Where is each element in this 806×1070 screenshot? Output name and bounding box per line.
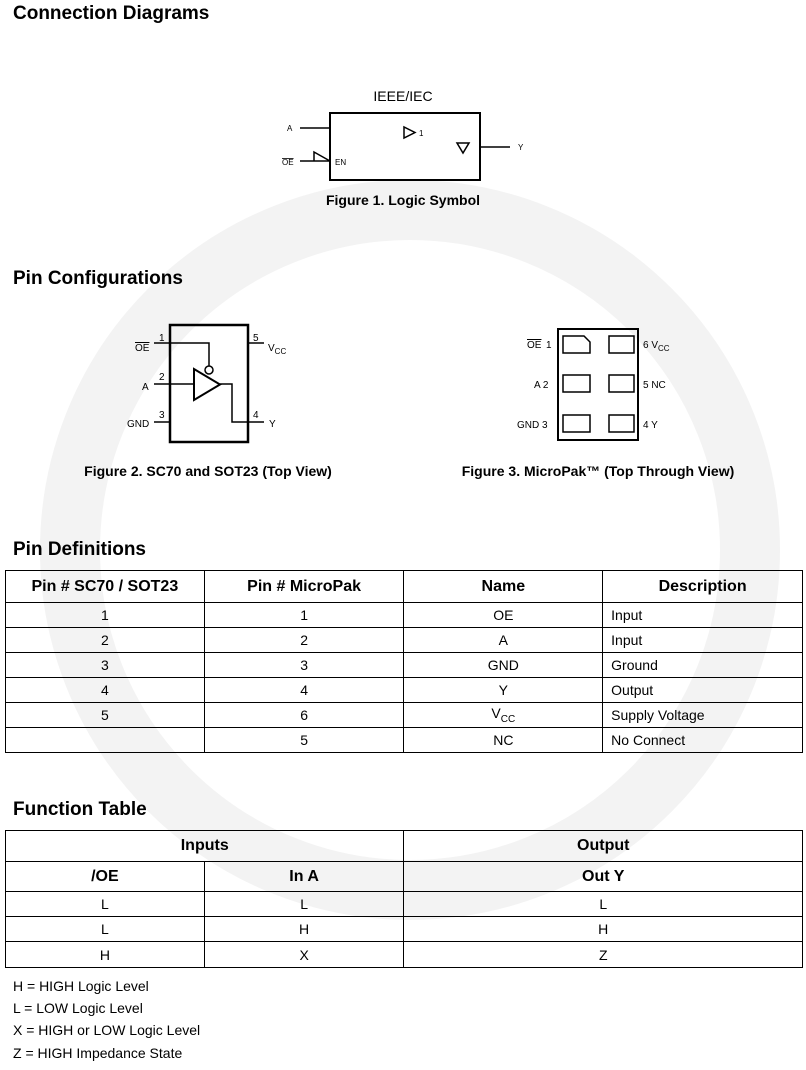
cell: 3 [5,652,205,678]
cell: 5 [203,727,405,753]
cell: Output [602,677,803,703]
cell: GND [403,652,604,678]
micropak-pinout: OE 1 A 2 GND 3 6 VCC 5 NC 4 Y [517,328,670,441]
en-label: EN [335,158,346,167]
logic-symbol: IEEE/IEC A OE Y EN 1 [282,88,524,181]
cell: H [403,916,803,942]
inputs-group-header: Inputs [4,830,405,862]
pin-vcc-label: 6 VCC [643,340,670,353]
pin-gnd-label: GND 3 [517,420,548,431]
cell: 1 [5,602,205,628]
pin-nc-label: 5 NC [643,380,666,391]
vcc-text: V [491,705,501,722]
cell: 3 [203,652,405,678]
cell: 5 [5,702,205,728]
pin-4-number: 4 [253,410,259,421]
pin-a-label: A [142,382,149,393]
cell: NC [403,727,604,753]
table-group-row: Inputs Output [4,830,803,862]
cell: 6 [203,702,405,728]
pin-1-number: 1 [546,340,552,351]
cell: 2 [5,627,205,653]
cell: VCC [403,702,604,728]
cell: OE [403,602,604,628]
legend-note: X = HIGH or LOW Logic Level [13,1022,201,1038]
diagrams: IEEE/IEC A OE Y EN 1 [127,88,670,444]
cell: Ground [602,652,803,678]
column-header: /OE [5,861,205,892]
pin-1-number: 1 [159,333,165,344]
cell: H [203,916,405,942]
heading-pin-definitions: Pin Definitions [13,539,146,560]
figure2-caption: Figure 2. SC70 and SOT23 (Top View) [84,463,332,479]
pin-3-number: 3 [159,410,165,421]
cell: Z [403,941,803,968]
legend-note: Z = HIGH Impedance State [13,1045,183,1061]
cell: L [5,916,205,942]
standard-label: IEEE/IEC [373,88,432,104]
cell: 2 [203,627,405,653]
vcc-subscript: CC [500,713,516,725]
pin-a-label: A [287,124,293,133]
cell: 1 [203,602,405,628]
column-header: In A [203,861,405,892]
pin-definitions-table: Pin # SC70 / SOT23 Pin # MicroPak Name D… [5,570,803,753]
pin-y-label: Y [518,143,524,152]
pin-gnd-label: GND [127,419,149,430]
cell: L [403,891,803,917]
cell: Y [403,677,604,703]
figure3-caption: Figure 3. MicroPak™ (Top Through View) [461,463,735,479]
cell: Supply Voltage [602,702,803,728]
cell [5,727,205,753]
cell: 4 [203,677,405,703]
cell: Input [602,602,803,628]
cell: L [5,891,205,917]
column-header: Description [602,570,803,603]
cell: H [5,941,205,968]
cell: A [403,627,604,653]
cell: L [203,891,405,917]
output-group-header: Output [403,830,803,862]
table-header-row: Pin # SC70 / SOT23 Pin # MicroPak Name D… [5,570,803,603]
heading-pin-configurations: Pin Configurations [13,268,183,289]
heading-connection-diagrams: Connection Diagrams [13,3,210,24]
cell: X [203,941,405,968]
pin-oe-label: OE [527,340,542,351]
legend-note: L = LOW Logic Level [13,1000,143,1016]
heading-function-table: Function Table [13,799,147,820]
pin-oe-label: OE [135,343,150,354]
column-header: Pin # MicroPak [203,570,405,603]
figure1-caption: Figure 1. Logic Symbol [325,192,481,208]
pin-y-label: Y [269,419,276,430]
pin-vcc-label: VCC [268,343,286,356]
pin-a-label: A 2 [534,380,549,391]
pin-oe-label: OE [282,158,294,167]
column-header: Name [403,570,604,603]
one-label: 1 [419,129,424,138]
pin-y-label: 4 Y [643,420,658,431]
cell: No Connect [602,727,803,753]
pin-5-number: 5 [253,333,259,344]
cell: Input [602,627,803,653]
sc70-sot23-pinout: OE A GND 1 2 3 5 4 VCC Y [127,323,286,444]
column-header: Pin # SC70 / SOT23 [5,570,205,603]
column-header: Out Y [403,861,803,892]
cell: 4 [5,677,205,703]
table-header-row: /OE In A Out Y [5,861,803,892]
pin-2-number: 2 [159,372,165,383]
legend-note: H = HIGH Logic Level [13,978,149,994]
